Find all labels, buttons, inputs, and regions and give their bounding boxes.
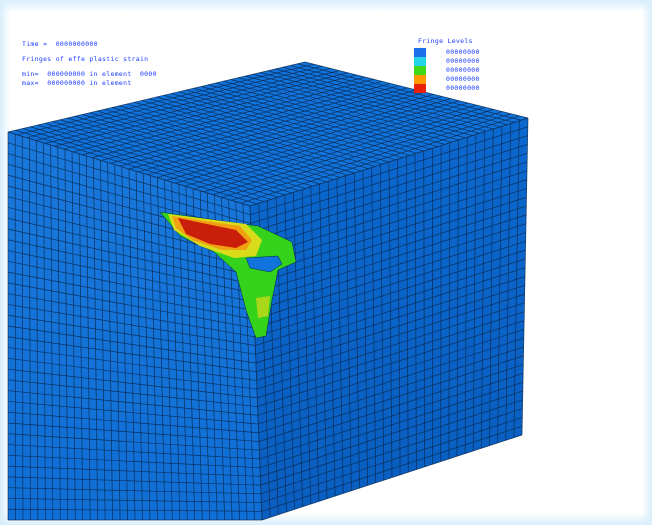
legend-level-label-5: 00000000 — [446, 84, 480, 92]
strain-zone-yellow-spot — [256, 296, 270, 318]
legend-color-bar — [414, 48, 426, 93]
info-panel: Time = 0000000000 Fringes of effe plasti… — [22, 40, 157, 88]
max-value-label: max= 000000000 in element — [22, 79, 132, 87]
legend-labels: 00000000 00000000 00000000 00000000 0000… — [446, 48, 480, 93]
legend-level-label-1: 00000000 — [446, 48, 480, 56]
legend-swatch-4 — [414, 75, 426, 84]
plastic-strain-zone — [159, 211, 297, 339]
time-label: Time = 0000000000 — [22, 40, 98, 48]
legend-level-label-4: 00000000 — [446, 75, 480, 83]
fringe-legend: Fringe Levels 00000000 00000000 00000000… — [414, 37, 504, 93]
mesh-right-face — [250, 118, 528, 520]
legend-swatch-5 — [414, 84, 426, 93]
legend-title: Fringe Levels — [418, 37, 473, 45]
legend-swatch-1 — [414, 48, 426, 57]
legend-level-label-2: 00000000 — [446, 57, 480, 65]
strain-zone-red — [178, 218, 248, 248]
legend-swatch-3 — [414, 66, 426, 75]
mesh-top-face — [8, 62, 528, 206]
fringe-title: Fringes of effe plastic strain — [22, 55, 149, 63]
legend-level-label-3: 00000000 — [446, 66, 480, 74]
strain-zone-hole — [245, 255, 283, 273]
legend-swatch-2 — [414, 57, 426, 66]
min-value-label: min= 000000000 in element 0000 — [22, 70, 157, 78]
